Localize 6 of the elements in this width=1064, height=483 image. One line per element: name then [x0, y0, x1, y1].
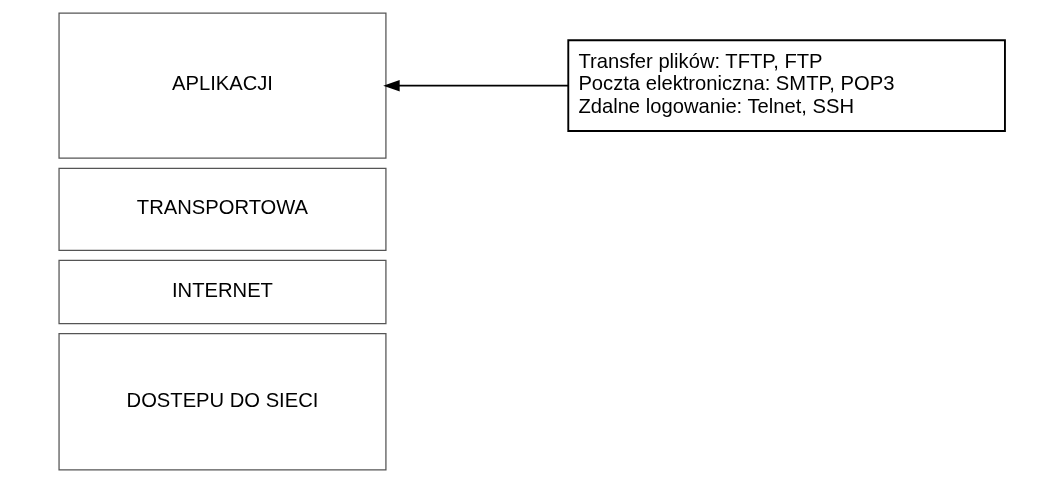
node-box: DOSTEPU DO SIECI — [58, 333, 387, 471]
arrow — [383, 79, 569, 92]
node-box: APLIKACJI — [58, 12, 387, 159]
node-box: Transfer plików: TFTP, FTP Poczta elektroniczna: SMTP, POP3 Zdalne logowanie: Telnet, SSH — [567, 39, 1006, 132]
node-box: INTERNET — [58, 259, 387, 325]
node-box: TRANSPORTOWA — [58, 167, 387, 251]
